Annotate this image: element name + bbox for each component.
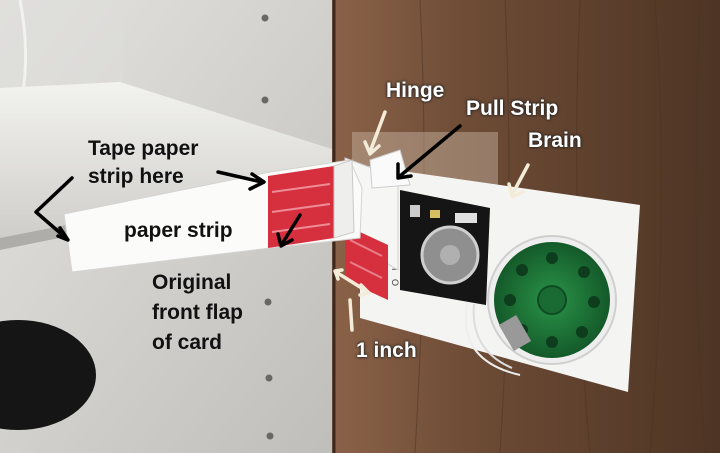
label-flap-line1: Original bbox=[152, 271, 232, 294]
label-hinge: Hinge bbox=[386, 79, 445, 102]
label-tape-line1: Tape paper bbox=[88, 137, 199, 160]
label-paper-strip: paper strip bbox=[124, 219, 233, 242]
label-flap-line3: of card bbox=[152, 331, 223, 354]
speaker-wires bbox=[464, 299, 521, 376]
shelf-holes bbox=[261, 14, 274, 440]
label-one-inch: 1 inch bbox=[356, 339, 417, 362]
label-pull-strip: Pull Strip bbox=[466, 97, 559, 120]
label-brain: Brain bbox=[528, 129, 582, 152]
shelf bbox=[0, 82, 335, 238]
label-flap-line2: front flap bbox=[152, 301, 243, 324]
label-tape-line2: strip here bbox=[88, 165, 184, 188]
dark-object bbox=[0, 320, 96, 430]
dark-arrows bbox=[34, 124, 462, 248]
light-arrows bbox=[333, 110, 530, 332]
